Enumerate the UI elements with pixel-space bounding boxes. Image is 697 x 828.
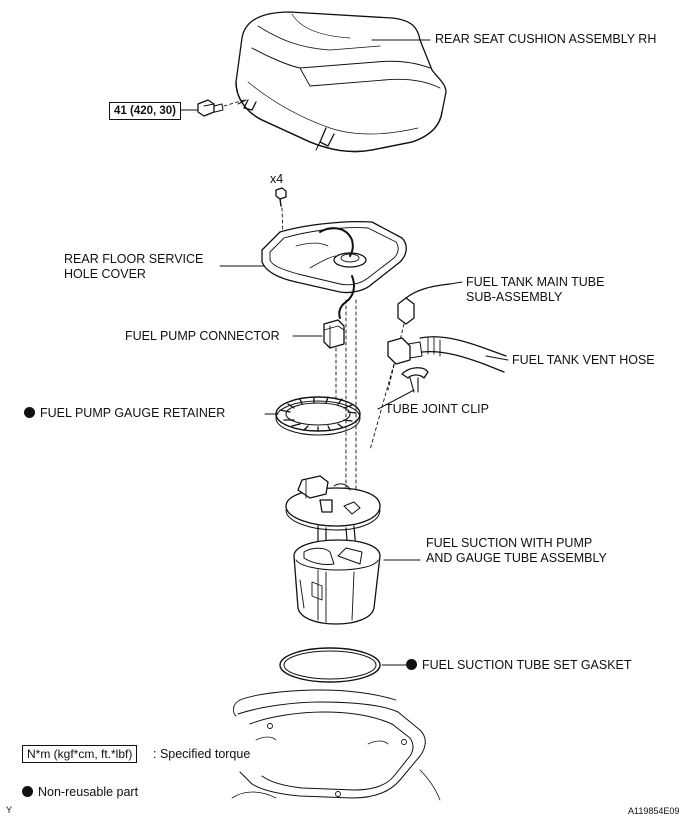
figure-id: A119854E09 — [628, 806, 680, 816]
tube-clip-drawing — [401, 367, 429, 393]
gasket-drawing — [279, 647, 381, 683]
label-pump-assembly-1: FUEL SUCTION WITH PUMP — [426, 536, 593, 550]
torque-value-box: 41 (420, 30) — [109, 102, 182, 120]
label-gauge-retainer-text: FUEL PUMP GAUGE RETAINER — [40, 406, 226, 420]
label-bolt-count: x4 — [270, 172, 284, 186]
tank-opening-drawing — [231, 689, 441, 801]
legend-torque-desc: : Specified torque — [153, 747, 251, 761]
seat-cushion-drawing — [235, 11, 447, 153]
service-cover-drawing — [261, 220, 407, 319]
legend-nonreusable: Non-reusable part — [22, 785, 138, 800]
label-gauge-retainer: FUEL PUMP GAUGE RETAINER — [24, 406, 225, 421]
leader-lines — [179, 39, 509, 666]
seat-bolt-drawing — [197, 99, 245, 117]
label-gasket-text: FUEL SUCTION TUBE SET GASKET — [422, 658, 632, 672]
nonreusable-dot-icon — [24, 407, 35, 418]
label-service-cover-2: HOLE COVER — [64, 267, 146, 281]
corner-code-left: Y — [6, 805, 13, 815]
nonreusable-dot-icon — [406, 659, 417, 670]
pump-connector-drawing — [323, 319, 345, 401]
label-gasket: FUEL SUCTION TUBE SET GASKET — [406, 658, 632, 673]
nonreusable-dot-icon — [22, 786, 33, 797]
label-vent-hose: FUEL TANK VENT HOSE — [512, 353, 655, 367]
label-seat-cushion: REAR SEAT CUSHION ASSEMBLY RH — [435, 32, 657, 46]
label-main-tube-1: FUEL TANK MAIN TUBE — [466, 275, 605, 289]
label-pump-connector: FUEL PUMP CONNECTOR — [125, 329, 280, 343]
label-tube-clip: TUBE JOINT CLIP — [385, 402, 489, 416]
vent-hose-drawing — [369, 336, 507, 451]
pump-assembly-drawing — [285, 475, 381, 625]
legend-nonreusable-text: Non-reusable part — [38, 785, 139, 799]
label-service-cover-1: REAR FLOOR SERVICE — [64, 252, 204, 266]
label-main-tube-2: SUB-ASSEMBLY — [466, 290, 563, 304]
main-tube-drawing — [387, 283, 451, 391]
label-pump-assembly-2: AND GAUGE TUBE ASSEMBLY — [426, 551, 607, 565]
legend-torque-box: N*m (kgf*cm, ft.*lbf) — [22, 745, 138, 763]
gauge-retainer-drawing — [275, 396, 361, 436]
